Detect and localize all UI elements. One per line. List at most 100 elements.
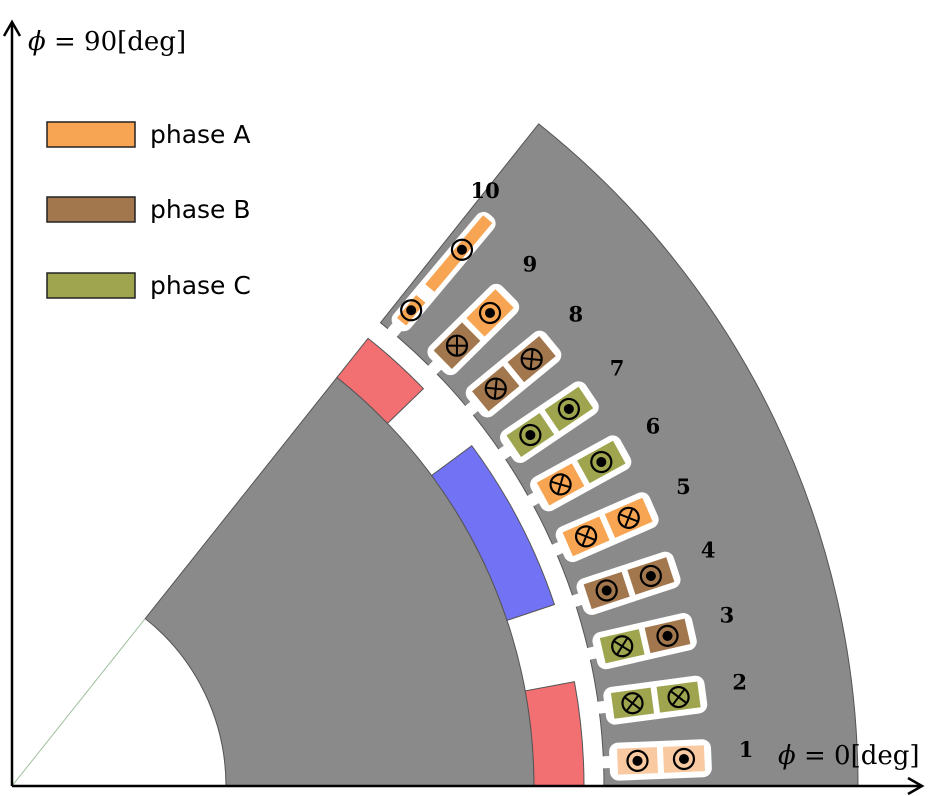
legend-swatch-phase-c — [46, 272, 136, 299]
slot — [427, 283, 520, 376]
current-in-icon — [549, 473, 572, 496]
current-symbol-dot — [525, 430, 536, 441]
legend-item-phase-b: phase B — [46, 195, 251, 224]
current-in-icon — [520, 348, 543, 371]
current-out-icon — [590, 450, 613, 474]
slot-number-label: 5 — [676, 474, 691, 499]
current-in-icon — [574, 525, 598, 548]
current-in-icon — [617, 506, 640, 529]
slot — [526, 435, 632, 512]
current-symbol-cross-b — [581, 526, 591, 546]
magnet-blue — [430, 445, 556, 622]
current-symbol-cross-b — [671, 688, 686, 706]
stator-slots: 1 2 3 4 5 6 7 8 9 10 — [386, 178, 754, 781]
current-symbol-cross-b — [624, 508, 634, 528]
current-symbol-cross-b — [556, 474, 565, 495]
current-out-icon — [400, 299, 423, 322]
current-out-icon — [557, 397, 580, 421]
slot-number-label: 10 — [470, 178, 499, 203]
current-in-icon — [611, 635, 634, 658]
current-symbol-dot — [662, 630, 673, 641]
current-symbol-ring — [478, 301, 502, 325]
current-symbol-cross-b — [455, 335, 459, 356]
current-symbol-ring — [519, 423, 542, 447]
current-symbol-dot — [485, 307, 496, 318]
magnet-red-2 — [336, 337, 425, 425]
current-symbol-ring — [626, 749, 649, 772]
x-axis-arrowhead — [907, 776, 925, 796]
current-symbol-ring — [549, 473, 572, 496]
y-axis-label: ϕ = 90[deg] — [28, 27, 186, 57]
current-symbol-ring — [621, 692, 644, 715]
slot-number-label: 3 — [720, 603, 735, 628]
current-symbol-dot — [456, 244, 467, 255]
current-symbol-dot — [601, 585, 612, 596]
legend-swatch-phase-a — [46, 121, 136, 148]
current-in-icon — [484, 377, 507, 400]
legend: phase A phase B phase C — [46, 120, 251, 300]
axes: ϕ = 90[deg] ϕ = 0[deg] — [2, 19, 925, 796]
current-symbol-ring — [484, 377, 507, 400]
current-out-icon — [595, 579, 618, 602]
current-symbol-dot — [678, 754, 689, 765]
current-symbol-ring — [450, 238, 474, 261]
slot-number-label: 8 — [569, 302, 584, 327]
current-symbol-ring — [557, 397, 580, 421]
slot — [601, 739, 712, 781]
current-out-icon — [639, 564, 662, 588]
current-symbol-dot — [563, 403, 574, 414]
slot-number-label: 2 — [732, 669, 747, 694]
current-symbol-dot — [645, 570, 656, 581]
legend-label-phase-b: phase B — [150, 195, 251, 224]
slot-number-label: 9 — [523, 251, 538, 276]
current-symbol-ring — [520, 348, 543, 371]
y-axis-arrowhead — [2, 19, 22, 37]
slot — [386, 211, 496, 338]
current-out-icon — [626, 749, 649, 772]
current-out-icon — [450, 238, 474, 261]
current-symbol-ring — [667, 685, 690, 709]
slot-number-label: 6 — [646, 413, 661, 438]
magnet-red-1 — [524, 681, 585, 787]
current-out-icon — [656, 624, 679, 647]
current-symbol-cross-b — [625, 694, 640, 712]
slot — [585, 612, 697, 670]
current-in-icon — [667, 685, 690, 709]
current-symbol-ring — [595, 579, 618, 602]
current-symbol-ring — [672, 747, 696, 771]
current-symbol-ring — [445, 334, 469, 357]
slot — [596, 675, 708, 725]
current-symbol-ring — [617, 506, 640, 529]
legend-label-phase-c: phase C — [150, 271, 251, 300]
slot-number-label: 4 — [701, 537, 716, 562]
current-symbol-ring — [590, 450, 613, 474]
x-axis-label: ϕ = 0[deg] — [778, 741, 920, 771]
slot — [550, 492, 659, 563]
current-symbol-dot — [596, 457, 607, 468]
current-out-icon — [519, 423, 542, 447]
current-in-icon — [621, 692, 644, 715]
current-symbol-dot — [406, 305, 417, 316]
current-symbol-cross-b — [529, 349, 534, 370]
current-out-icon — [478, 301, 502, 325]
legend-label-phase-a: phase A — [150, 120, 251, 149]
current-symbol-ring — [574, 525, 598, 548]
current-symbol-ring — [400, 299, 423, 322]
current-symbol-dot — [632, 755, 643, 766]
legend-item-phase-a: phase A — [46, 120, 251, 149]
slot — [570, 551, 681, 615]
legend-item-phase-c: phase C — [46, 271, 251, 300]
slot — [497, 381, 599, 463]
current-symbol-ring — [639, 564, 662, 588]
current-symbol-cross-b — [493, 378, 498, 399]
current-symbol-cross-b — [616, 637, 629, 656]
legend-swatch-phase-b — [46, 196, 136, 223]
current-out-icon — [672, 747, 696, 771]
motor-geometry — [10, 123, 859, 787]
current-in-icon — [445, 334, 469, 357]
slot — [464, 330, 562, 418]
slot-number-label: 7 — [610, 356, 625, 381]
current-symbol-ring — [611, 635, 634, 658]
slot-number-label: 1 — [739, 737, 754, 762]
